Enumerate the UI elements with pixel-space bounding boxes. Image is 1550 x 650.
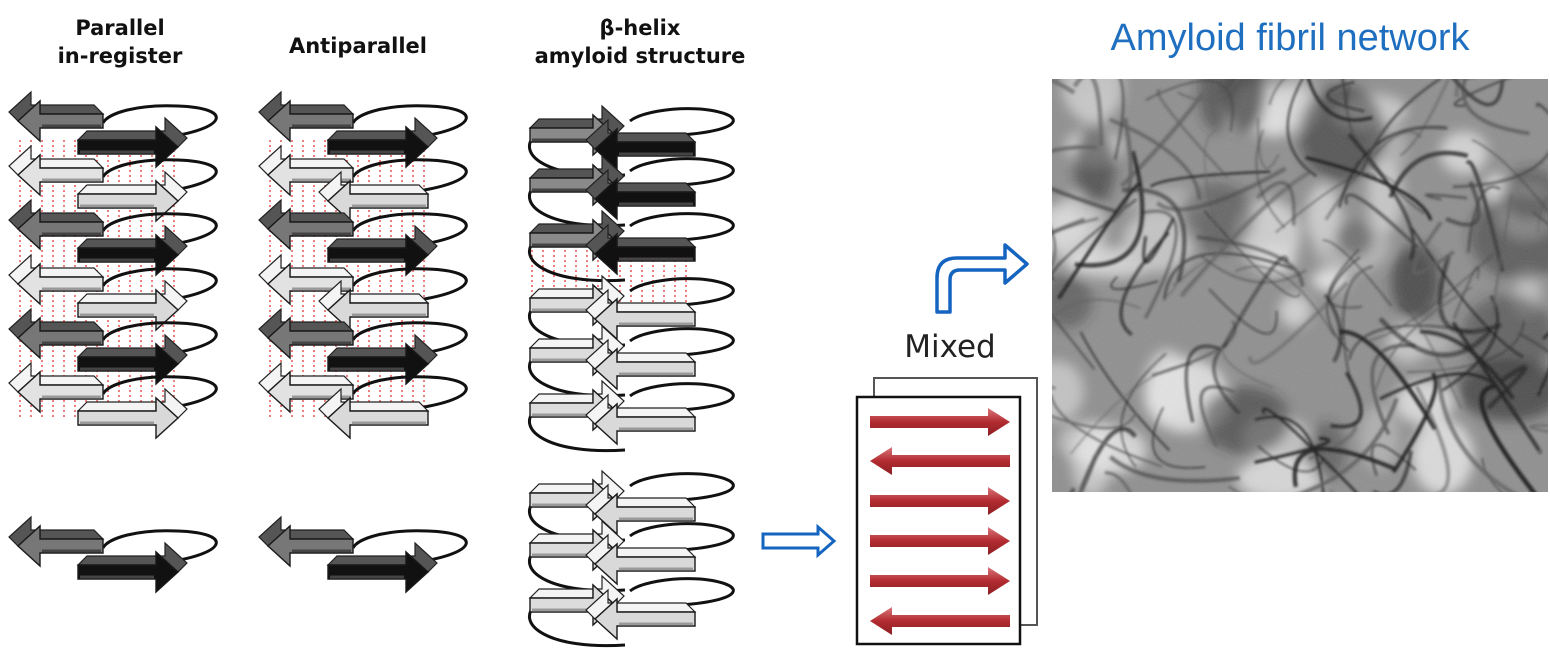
antiparallel-strand-front-0 [326,116,438,169]
antiparallel-hairpin-single [258,515,468,594]
tem-micrograph-image [1052,79,1548,492]
antiparallel-strand-back-0 [258,90,355,143]
beta-helix-turn-2 [528,209,735,283]
antiparallel-strand-back-2 [258,198,355,251]
beta-helix-turn-7 [528,519,735,593]
mixed-sheet-front-page [855,395,1022,646]
parallel-hairpin-0 [8,90,218,169]
bent-arrow-icon [935,243,1029,314]
parallel-strand-back-4 [8,307,105,360]
parallel-strand-front-5 [76,387,188,440]
parallel-strand-back-0 [8,90,105,143]
parallel-strand-back-single [8,515,105,568]
antiparallel-strand-front-3 [318,279,430,332]
parallel-strand-back-3 [8,253,105,306]
antiparallel-strand-front-4 [326,333,438,386]
antiparallel-hairpin-1 [258,144,468,223]
beta-helix-turn-3 [528,274,735,348]
beta-helix-strand-b-4 [585,338,697,391]
mixed-strand-3 [870,527,1010,555]
parallel-strand-front-4 [76,333,188,386]
beta-helix-strand-b-8 [585,588,697,641]
parallel-hairpin-4 [8,307,218,386]
beta-helix-turn-5 [528,379,735,453]
antiparallel-strand-front-2 [326,224,438,277]
beta-helix-strand-b-5 [585,393,697,446]
parallel-strand-back-2 [8,198,105,251]
antiparallel-hairpin-0 [258,90,468,169]
parallel-hairpin-3 [8,253,218,332]
mixed-sheet [855,377,1038,646]
beta-helix-strand-b-0 [585,118,697,171]
antiparallel-strand-front-1 [318,170,430,223]
antiparallel-hairpin-2 [258,198,468,277]
antiparallel-strand-back-4 [258,307,355,360]
beta-helix-strand-b-1 [585,168,697,221]
to-mixed-arrow-icon [761,523,837,559]
beta-helix-turn-6 [528,469,735,543]
beta-helix-turn-0 [528,104,735,178]
antiparallel-panel [258,90,468,594]
beta-helix-panel [528,104,735,648]
parallel-strand-front-3 [76,279,188,332]
parallel-hairpin-1 [8,144,218,223]
mixed-strand-5 [870,607,1010,635]
parallel-header: Parallel in-register [20,14,220,70]
beta-helix-turn-8 [528,574,735,648]
mixed-label: Mixed [904,329,996,365]
beta-helix-header-line2: amyloid structure [534,44,746,68]
parallel-strand-front-2 [76,224,188,277]
parallel-hairpin-2 [8,198,218,277]
parallel-header-line2: in-register [57,44,183,68]
parallel-strand-front-0 [76,116,188,169]
beta-helix-strand-b-2 [585,223,697,276]
antiparallel-strand-front-5 [318,387,430,440]
antiparallel-hairpin-5 [258,361,468,440]
mixed-strand-0 [870,408,1010,436]
parallel-header-line1: Parallel [75,16,165,40]
parallel-panel [8,90,218,594]
parallel-strand-back-5 [8,361,105,414]
mixed-strand-1 [870,447,1010,475]
fibril-network-title: Amyloid fibril network [1110,17,1470,59]
antiparallel-strand-back-single [258,515,355,568]
beta-helix-header-line1: β-helix [599,16,681,40]
mixed-strand-4 [870,567,1010,595]
antiparallel-hairpin-4 [258,307,468,386]
beta-helix-strand-b-7 [585,533,697,586]
antiparallel-hairpin-3 [258,253,468,332]
parallel-strand-front-1 [76,170,188,223]
antiparallel-header: Antiparallel [288,34,427,58]
mixed-strand-2 [870,487,1010,515]
antiparallel-strand-front-single [326,541,438,594]
parallel-strand-back-1 [8,144,105,197]
parallel-hairpin-single [8,515,218,594]
parallel-strand-front-single [76,541,188,594]
beta-helix-header: β-helix amyloid structure [520,14,760,70]
parallel-hairpin-5 [8,361,218,440]
